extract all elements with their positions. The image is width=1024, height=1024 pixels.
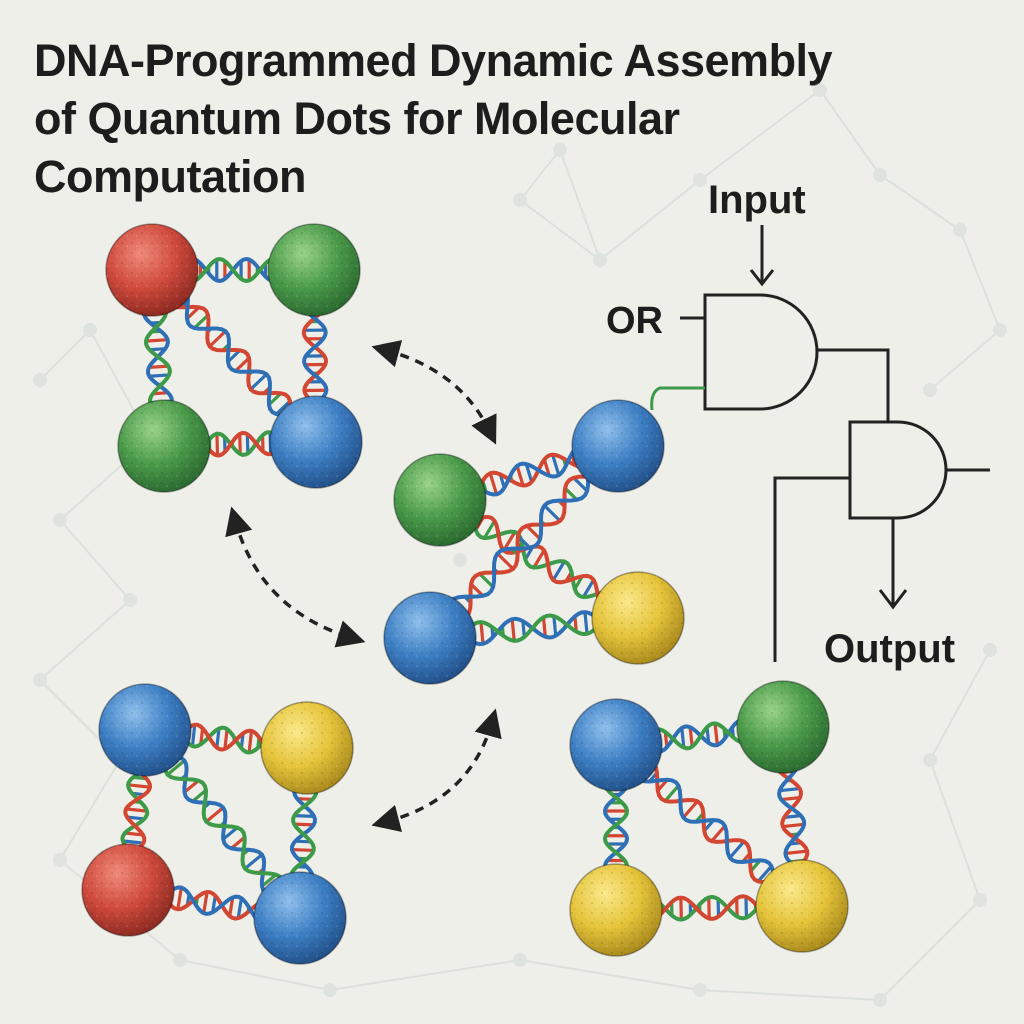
gate-2-icon	[848, 420, 948, 520]
quantum-dots	[81, 223, 849, 965]
cluster-top-left	[105, 223, 363, 493]
quantum-dot-texture	[254, 872, 346, 964]
feed-wire	[773, 476, 850, 662]
cluster-bottom-right	[569, 680, 849, 957]
quantum-dot-texture	[394, 454, 486, 546]
quantum-dot-texture	[384, 592, 476, 684]
quantum-dot-texture	[106, 224, 198, 316]
quantum-dot-texture	[570, 699, 662, 791]
cluster-center	[383, 399, 685, 685]
gate1-to-gate2-wire	[817, 348, 890, 422]
quantum-dot-texture	[572, 400, 664, 492]
output-arrow-icon	[878, 589, 908, 610]
input-arrow-icon	[749, 269, 775, 287]
quantum-dot-texture	[82, 844, 174, 936]
cluster-bottom-left	[81, 683, 354, 965]
logic-circuit	[650, 225, 990, 662]
page-title: DNA-Programmed Dynamic Assembly of Quant…	[34, 32, 974, 206]
transition-arrows	[225, 340, 502, 833]
or-label: OR	[606, 300, 663, 342]
gate-1-icon	[703, 293, 819, 411]
quantum-dot-texture	[737, 681, 829, 773]
quantum-dot-texture	[99, 684, 191, 776]
gate-link-wire	[650, 386, 705, 411]
arrow-topleft-bottom	[225, 506, 366, 648]
quantum-dot-texture	[118, 400, 210, 492]
output-label: Output	[824, 627, 955, 671]
title-line-3: Computation	[34, 151, 306, 202]
input-label: Input	[708, 178, 806, 222]
quantum-dot-texture	[270, 396, 362, 488]
quantum-dot-texture	[570, 864, 662, 956]
title-line-1: DNA-Programmed Dynamic Assembly	[34, 35, 833, 86]
arrow-center-bottomleft	[371, 708, 502, 833]
background-network	[33, 83, 1007, 1007]
quantum-dot-texture	[756, 860, 848, 952]
quantum-dot-texture	[261, 702, 353, 794]
quantum-dot-texture	[268, 224, 360, 316]
arrow-topleft-center	[371, 340, 497, 445]
title-line-2: of Quantum Dots for Molecular	[34, 93, 680, 144]
quantum-dot-texture	[592, 572, 684, 664]
